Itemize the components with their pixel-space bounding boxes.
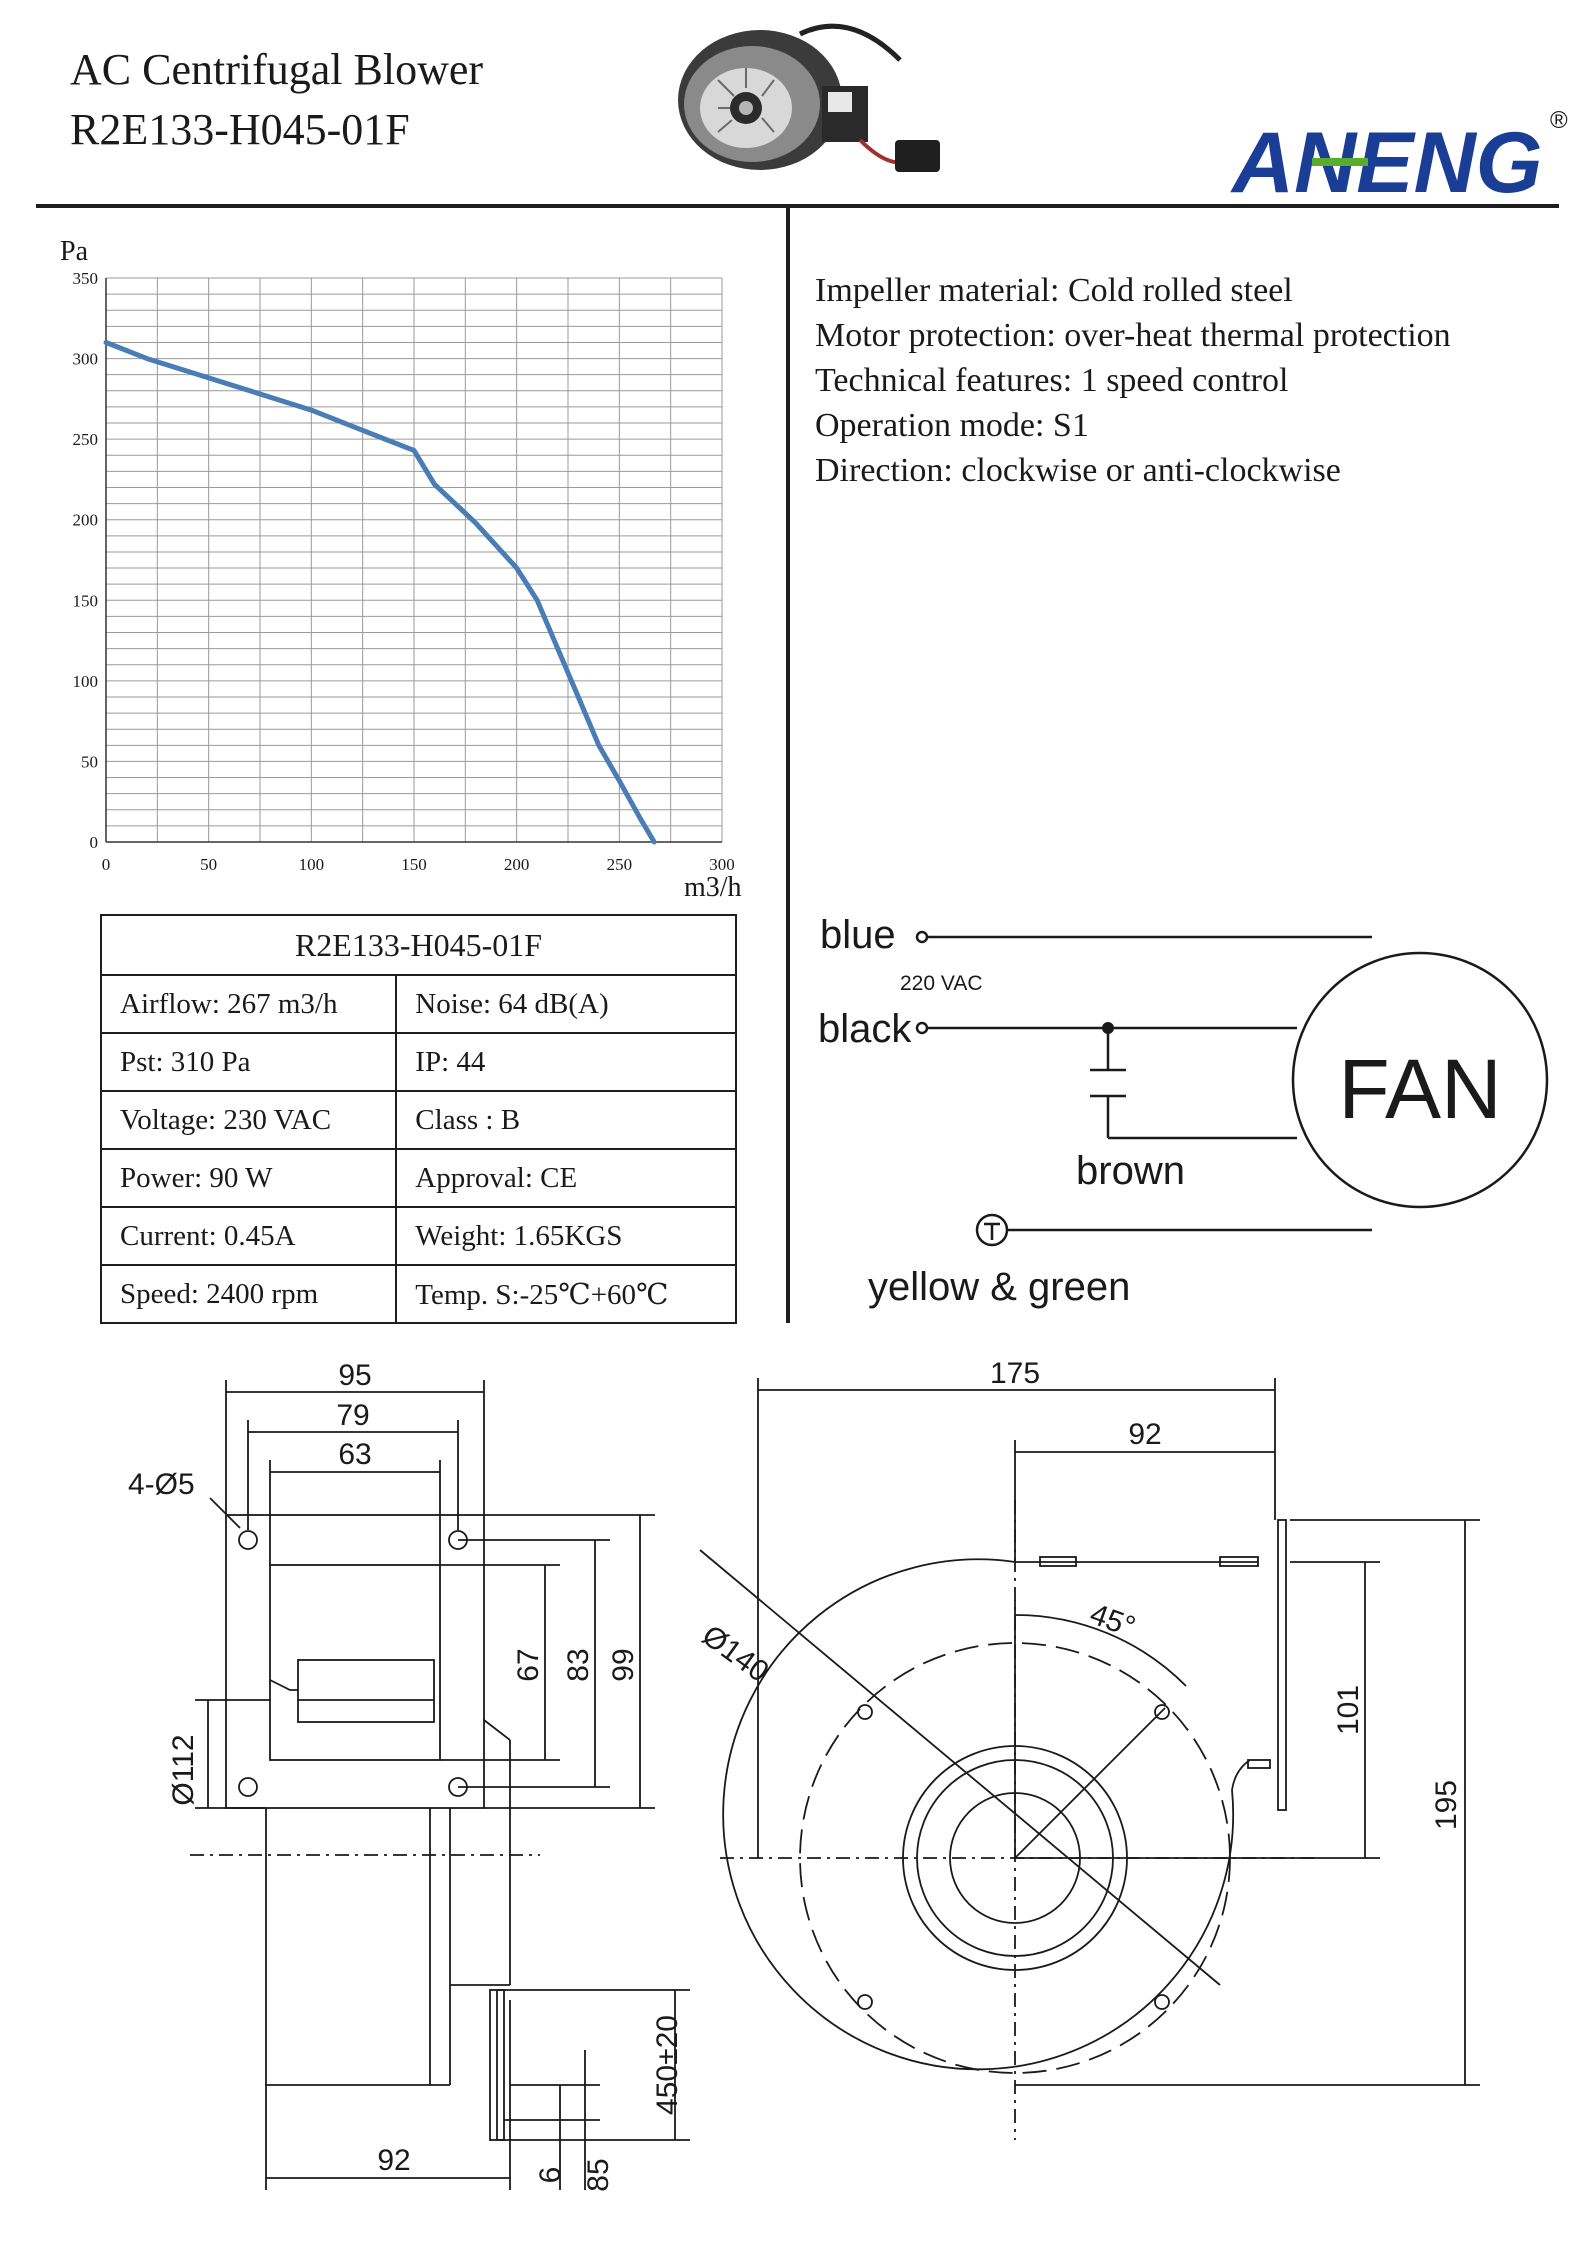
spec-power: Power: 90 W <box>99 1148 398 1208</box>
spec-speed: Speed: 2400 rpm <box>99 1264 398 1324</box>
spec-class: Class : B <box>395 1090 737 1150</box>
feature-list: Impeller material: Cold rolled steel Mot… <box>815 268 1451 493</box>
x-tick-label: 50 <box>200 855 217 874</box>
spec-noise: Noise: 64 dB(A) <box>395 974 737 1034</box>
dim-450: 450±20 <box>651 2015 684 2115</box>
spec-approval: Approval: CE <box>395 1148 737 1208</box>
spec-voltage: Voltage: 230 VAC <box>99 1090 398 1150</box>
chart-axes <box>105 278 722 843</box>
wire-black-label: black <box>818 1007 912 1051</box>
chart-x-axis-label: m3/h <box>684 872 742 903</box>
pressure-curve <box>103 340 657 845</box>
dim-6: 6 <box>534 2167 567 2184</box>
feature-motor-protection: Motor protection: over-heat thermal prot… <box>815 317 1451 354</box>
spec-row: Current: 0.45A Weight: 1.65KGS <box>99 1206 737 1266</box>
dim-92-width: 92 <box>377 2144 410 2177</box>
x-tick-label: 100 <box>299 855 325 874</box>
spec-airflow: Airflow: 267 m3/h <box>99 974 398 1034</box>
spec-row: Speed: 2400 rpm Temp. S:-25℃+60℃ <box>99 1264 737 1324</box>
y-tick-label: 200 <box>73 511 99 530</box>
column-divider <box>786 208 790 1323</box>
dim-195: 195 <box>1430 1780 1463 1830</box>
dim-175: 175 <box>990 1357 1040 1390</box>
model-number: R2E133-H045-01F <box>70 105 410 154</box>
spec-row: Voltage: 230 VAC Class : B <box>99 1090 737 1150</box>
spec-row: Pst: 310 Pa IP: 44 <box>99 1032 737 1092</box>
wire-blue-label: blue <box>820 913 896 957</box>
y-tick-label: 350 <box>73 269 99 288</box>
spec-model: R2E133-H045-01F <box>100 914 737 976</box>
product-title: AC Centrifugal Blower <box>70 45 484 94</box>
spec-weight: Weight: 1.65KGS <box>395 1206 737 1266</box>
spec-table: R2E133-H045-01F Airflow: 267 m3/h Noise:… <box>99 914 737 1324</box>
x-tick-label: 150 <box>401 855 427 874</box>
chart-tick-labels: 0 50 100 150 200 250 300 350 0 50 100 150 200 250 300 <box>73 269 735 874</box>
dim-79: 79 <box>336 1399 369 1432</box>
spec-current: Current: 0.45A <box>99 1206 398 1266</box>
y-tick-label: 250 <box>73 430 99 449</box>
feature-direction: Direction: clockwise or anti-clockwise <box>815 452 1341 489</box>
feature-impeller-material: Impeller material: Cold rolled steel <box>815 272 1293 309</box>
x-tick-label: 250 <box>607 855 633 874</box>
spec-pressure: Pst: 310 Pa <box>99 1032 398 1092</box>
dim-112: Ø112 <box>167 1734 200 1805</box>
spec-ip: IP: 44 <box>395 1032 737 1092</box>
dim-45-angle: 45° <box>1086 1598 1140 1645</box>
voltage-label: 220 VAC <box>900 972 983 995</box>
feature-operation-mode: Operation mode: S1 <box>815 407 1089 444</box>
x-tick-label: 200 <box>504 855 529 874</box>
spec-row: Power: 90 W Approval: CE <box>99 1148 737 1208</box>
dim-85: 85 <box>582 2158 615 2191</box>
header-divider <box>36 204 1559 208</box>
dim-92-offset: 92 <box>1128 1418 1161 1451</box>
y-tick-label: 300 <box>73 350 99 369</box>
x-tick-label: 0 <box>102 855 111 874</box>
y-tick-label: 50 <box>81 752 98 771</box>
wire-ground-label: yellow & green <box>868 1265 1130 1309</box>
dim-4-holes: 4-Ø5 <box>128 1468 195 1501</box>
chart-y-axis-label: Pa <box>60 236 89 267</box>
fan-label: FAN <box>1338 1042 1501 1136</box>
registered-mark: ® <box>1550 107 1568 134</box>
dim-83: 83 <box>562 1648 595 1681</box>
y-tick-label: 100 <box>73 672 99 691</box>
brand-logo-text: ANENG <box>1230 115 1543 200</box>
dim-63: 63 <box>338 1438 371 1471</box>
y-tick-label: 0 <box>90 833 99 852</box>
y-tick-label: 150 <box>73 591 99 610</box>
spec-temperature: Temp. S:-25℃+60℃ <box>395 1264 737 1324</box>
wire-brown-label: brown <box>1076 1149 1185 1193</box>
brand-logo: ANENG ® <box>1228 100 1568 211</box>
dim-99: 99 <box>607 1648 640 1681</box>
feature-technical: Technical features: 1 speed control <box>815 362 1289 399</box>
spec-header-row: R2E133-H045-01F <box>100 914 737 976</box>
chart-series <box>103 340 657 845</box>
spec-row: Airflow: 267 m3/h Noise: 64 dB(A) <box>99 974 737 1034</box>
dim-140: Ø140 <box>696 1619 775 1689</box>
x-tick-label: 300 <box>709 855 735 874</box>
chart-grid <box>105 277 723 843</box>
dim-67: 67 <box>512 1648 545 1681</box>
dim-95: 95 <box>338 1359 371 1392</box>
dim-101: 101 <box>1332 1685 1365 1735</box>
